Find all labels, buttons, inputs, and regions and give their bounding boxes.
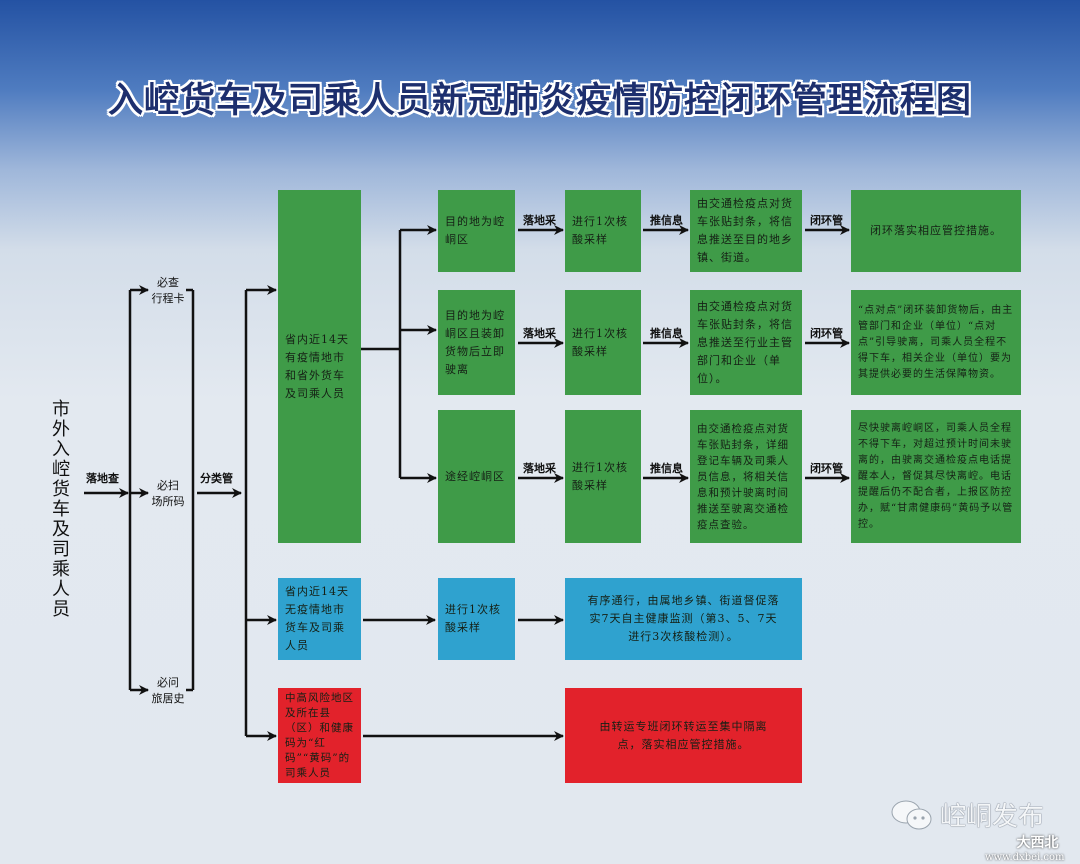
dest-kongtong: 目的地为崆峒区 xyxy=(438,190,515,272)
site-url: www.dxbei.com xyxy=(985,852,1065,863)
site-name: 大西北 xyxy=(1016,835,1059,851)
info-step: 由交通检疫点对货车张贴封条，将信息推送至目的地乡镇、街道。 xyxy=(690,190,802,272)
red-result: 由转运专班闭环转运至集中隔离点，落实相应管控措施。 xyxy=(565,688,802,783)
label-close: 闭环管 xyxy=(810,462,843,475)
blue-result: 有序通行，由属地乡镇、街道督促落实7天自主健康监测（第3、5、7天进行3次核酸检… xyxy=(565,578,802,660)
category-epidemic-area: 省内近14天有疫情地市和省外货车及司乘人员 xyxy=(278,190,361,543)
label-classify: 分类管 xyxy=(200,472,233,485)
check-travel-history: 必问 旅居史 xyxy=(151,676,185,705)
label-sample: 落地采 xyxy=(523,214,556,227)
label-check: 落地查 xyxy=(86,472,119,485)
check-place-code: 必扫 场所码 xyxy=(151,479,185,508)
label-close: 闭环管 xyxy=(810,214,843,227)
label-push: 推信息 xyxy=(650,214,683,227)
sample-step: 进行1次核酸采样 xyxy=(565,190,641,272)
start-node: 市外入崆货车及司乘人员 xyxy=(52,399,70,620)
info-step: 由交通检疫点对货车张贴封条，将信息推送至行业主管部门和企业（单位）。 xyxy=(690,290,802,395)
site-watermark: 大西北 www.dxbei.com xyxy=(985,832,1065,863)
page-title: 入崆货车及司乘人员新冠肺炎疫情防控闭环管理流程图 xyxy=(107,81,972,121)
label-sample: 落地采 xyxy=(523,327,556,340)
label-push: 推信息 xyxy=(650,327,683,340)
sample-step: 进行1次核酸采样 xyxy=(565,410,641,543)
dest-passing: 途经崆峒区 xyxy=(438,410,515,543)
category-no-epidemic: 省内近14天无疫情地市货车及司乘人员 xyxy=(278,578,361,660)
watermark-account: 崆峒发布 xyxy=(940,802,1045,832)
wechat-icon xyxy=(891,800,932,829)
watermark: 崆峒发布 xyxy=(890,796,1044,833)
label-close: 闭环管 xyxy=(810,327,843,340)
control-step: 闭环落实相应管控措施。 xyxy=(851,190,1021,272)
sample-step: 进行1次核酸采样 xyxy=(565,290,641,395)
dest-unload-leave: 目的地为崆峒区且装卸货物后立即驶离 xyxy=(438,290,515,395)
control-step: 尽快驶离崆峒区，司乘人员全程不得下车，对超过预计时间未驶离的，由驶离交通检疫点电… xyxy=(851,410,1021,543)
sample-step: 进行1次核酸采样 xyxy=(438,578,515,660)
label-sample: 落地采 xyxy=(523,462,556,475)
control-step: “点对点”闭环装卸货物后，由主管部门和企业（单位）“点对点”引导驶离，司乘人员全… xyxy=(851,290,1021,395)
label-push: 推信息 xyxy=(650,462,683,475)
info-step: 由交通检疫点对货车张贴封条，详细登记车辆及司乘人员信息，将相关信息和预计驶离时间… xyxy=(690,410,802,543)
category-high-risk: 中高风险地区及所在县（区）和健康码为“红码”“黄码”的司乘人员 xyxy=(278,688,361,783)
check-itinerary: 必查 行程卡 xyxy=(151,276,185,305)
